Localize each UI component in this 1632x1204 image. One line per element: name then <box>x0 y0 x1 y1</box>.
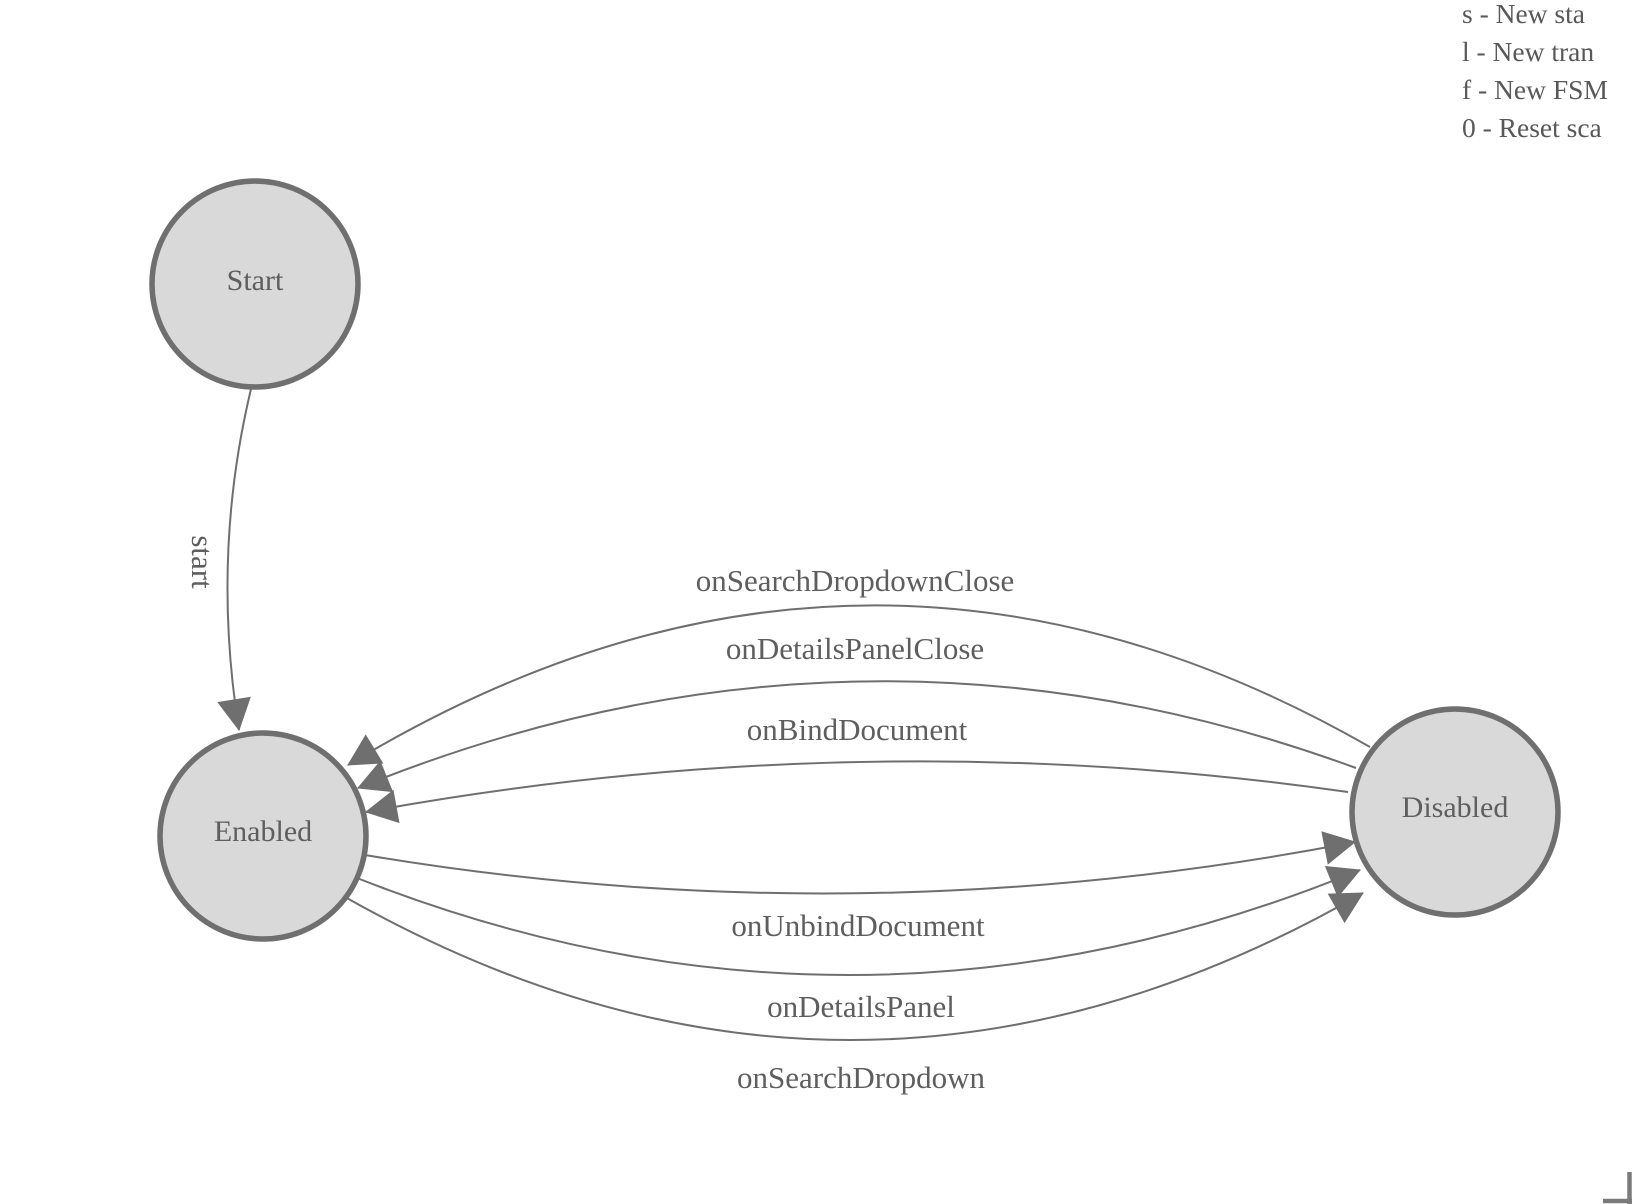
transition-label-onsearchdropdown[interactable]: onSearchDropdown <box>737 1060 985 1095</box>
transition-label-ondetailspanel[interactable]: onDetailsPanel <box>767 989 955 1024</box>
edge-start[interactable] <box>217 388 252 731</box>
state-label-enabled: Enabled <box>214 815 312 848</box>
edge-onbinddocument[interactable] <box>365 760 1349 824</box>
transition-label-onbinddocument[interactable]: onBindDocument <box>747 712 968 747</box>
keyboard-shortcuts-legend: s - New sta l - New tran f - New FSM 0 -… <box>1462 0 1608 147</box>
legend-line-reset: 0 - Reset sca <box>1462 112 1602 143</box>
legend-line-new-state: s - New sta <box>1462 0 1585 29</box>
state-label-start: Start <box>227 264 284 297</box>
transition-label-onsearchdropdownclose[interactable]: onSearchDropdownClose <box>696 563 1015 598</box>
state-node-enabled[interactable]: Enabled <box>157 730 369 942</box>
edge-ondetailspanel[interactable] <box>356 866 1361 977</box>
transition-label-start[interactable]: start <box>185 535 220 589</box>
state-circle-disabled[interactable] <box>1349 706 1561 918</box>
transition-label-onunbinddocument[interactable]: onUnbindDocument <box>731 908 985 943</box>
state-circle-enabled[interactable] <box>157 730 369 942</box>
legend-line-new-transition: l - New tran <box>1462 36 1595 67</box>
canvas-corner-mark <box>1603 1172 1632 1204</box>
transition-label-ondetailspanelclose[interactable]: onDetailsPanelClose <box>726 631 984 666</box>
edge-onsearchdropdown[interactable] <box>344 892 1364 1041</box>
state-label-disabled: Disabled <box>1402 791 1509 824</box>
state-node-start[interactable]: Start <box>149 178 361 390</box>
edge-onsearchdropdownclose[interactable] <box>347 604 1371 766</box>
edge-ondetailspanelclose[interactable] <box>357 680 1357 793</box>
state-node-disabled[interactable]: Disabled <box>1349 706 1561 918</box>
legend-line-new-fsm: f - New FSM <box>1462 74 1608 105</box>
state-circle-start[interactable] <box>149 178 361 390</box>
edge-onunbinddocument[interactable] <box>364 831 1356 895</box>
